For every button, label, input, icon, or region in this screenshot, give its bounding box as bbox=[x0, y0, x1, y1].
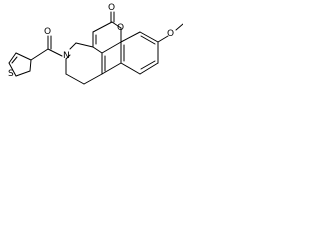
bond bbox=[8, 62, 17, 77]
bond bbox=[47, 48, 63, 57]
bond bbox=[101, 41, 122, 54]
amide-oxygen-label: O bbox=[44, 27, 51, 37]
methoxy-oxygen-label: O bbox=[167, 29, 174, 39]
bond bbox=[8, 52, 17, 64]
molecule-structure: O O N O S O bbox=[8, 3, 183, 85]
bond bbox=[65, 54, 71, 60]
bond bbox=[83, 73, 103, 85]
ring-oxygen-label: O bbox=[117, 23, 124, 33]
bond bbox=[11, 56, 18, 64]
bond bbox=[111, 21, 122, 29]
bond bbox=[101, 62, 122, 75]
bond bbox=[120, 62, 141, 75]
bond bbox=[139, 31, 159, 43]
bond bbox=[140, 60, 156, 70]
bond bbox=[65, 73, 85, 85]
bond bbox=[92, 46, 103, 54]
bond bbox=[175, 23, 183, 31]
bond bbox=[69, 42, 77, 50]
bond-lines bbox=[8, 11, 183, 85]
bond bbox=[30, 48, 49, 61]
bond bbox=[29, 59, 32, 72]
bond bbox=[140, 35, 156, 45]
bond bbox=[15, 70, 31, 77]
nitrogen-label: N bbox=[63, 51, 70, 61]
atom-labels: O O N O S O bbox=[8, 3, 174, 79]
bond bbox=[120, 31, 141, 43]
carbonyl-oxygen-label: O bbox=[108, 3, 115, 13]
thiophene-sulfur-label: S bbox=[8, 69, 14, 79]
bond bbox=[157, 35, 169, 43]
bond bbox=[15, 52, 32, 61]
bond bbox=[139, 62, 159, 75]
bond bbox=[75, 42, 94, 48]
bond bbox=[92, 21, 113, 33]
